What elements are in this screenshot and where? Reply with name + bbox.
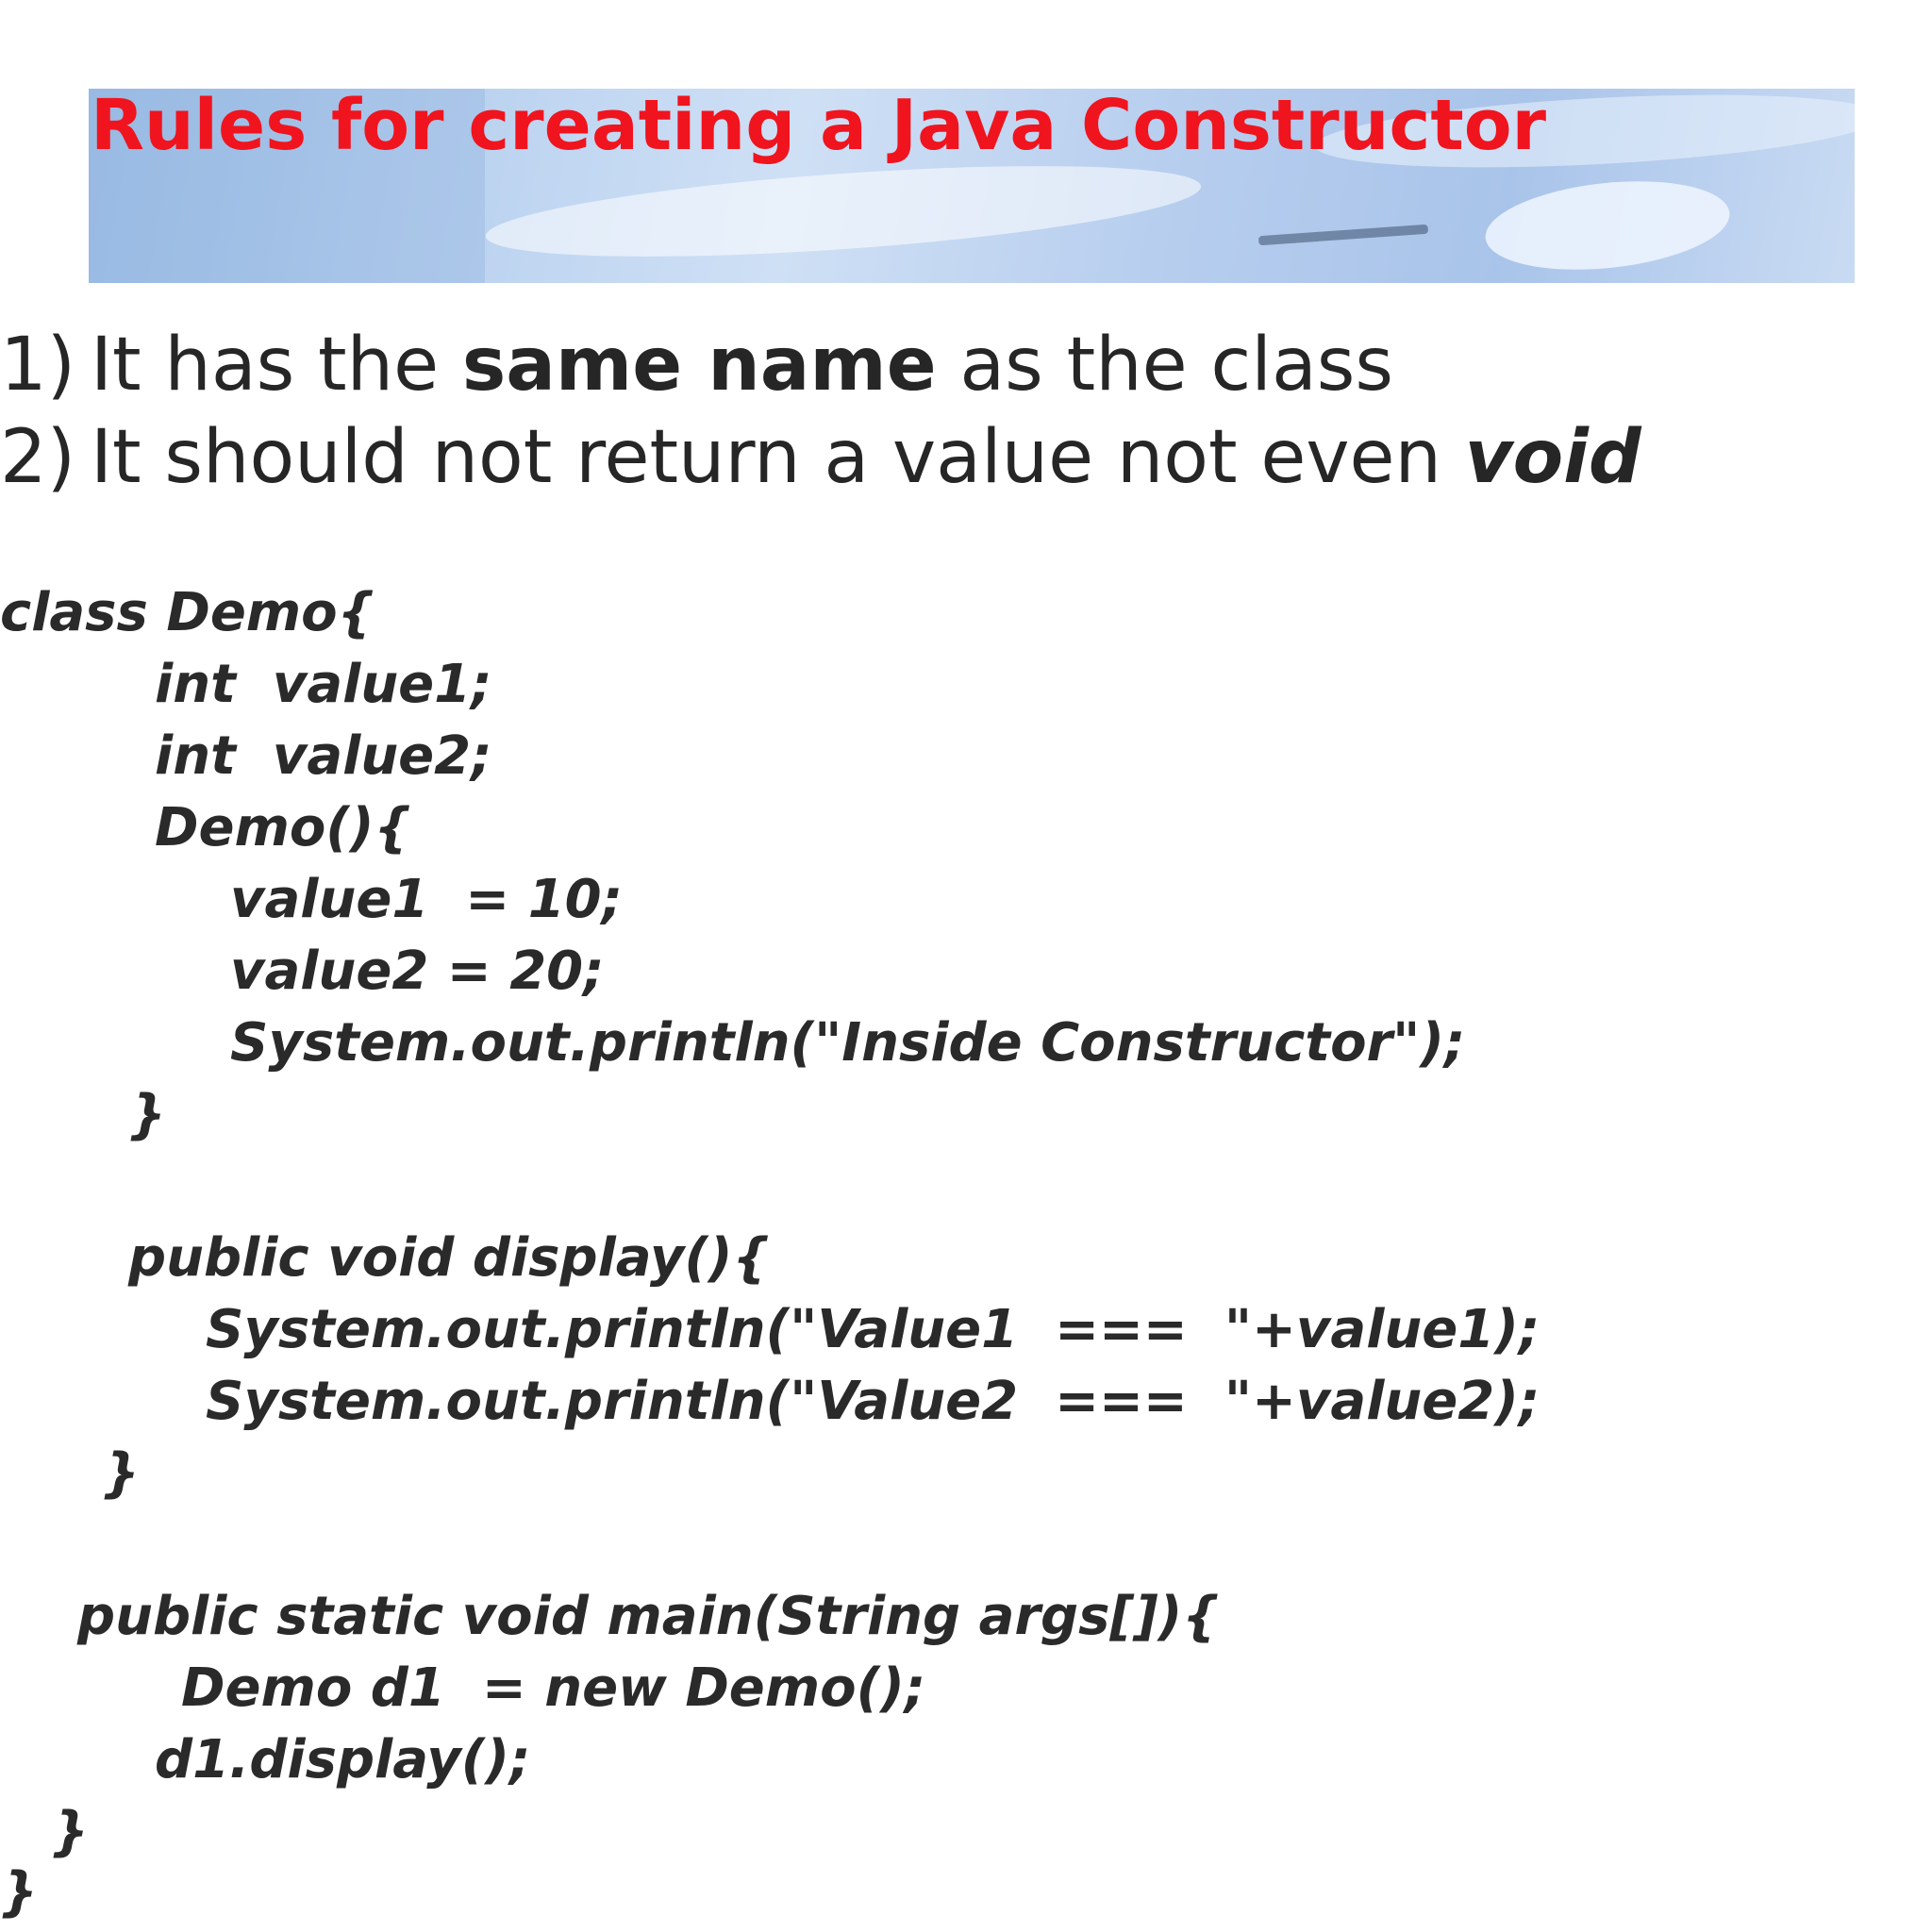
rule-number: 1) [0,323,76,408]
code-line: d1.display(); [155,1729,531,1790]
code-line: System.out.println("Inside Constructor")… [230,1012,1466,1074]
rule-text: It should not return a value not even [91,415,1465,500]
rule-number: 2) [0,415,76,500]
banner-keyboard-shape [483,148,1204,275]
rule-item: 1)It has the same name as the class [0,319,1641,411]
code-line: System.out.println("Value1 === "+value1)… [206,1299,1541,1360]
slide-title: Rules for creating a Java Constructor [91,85,1547,166]
rule-text: It has the [91,323,462,408]
rule-emphasis: void [1464,415,1641,500]
code-line: } [102,1442,140,1504]
code-line: public static void main(String args[]){ [77,1586,1221,1647]
code-line: } [0,1861,38,1923]
code-line: } [128,1084,166,1145]
rule-text: as the class [936,323,1394,408]
title-banner [89,89,1855,283]
banner-cable-shape [1257,224,1429,246]
code-line: value1 = 10; [230,869,624,930]
code-line: Demo(){ [155,797,412,858]
code-line: Demo d1 = new Demo(); [181,1657,926,1719]
code-line: public void display(){ [128,1227,771,1289]
rules-list: 1)It has the same name as the class 2)It… [0,319,1641,504]
code-line: } [51,1801,89,1862]
banner-background-image [89,89,485,283]
code-line: int value1; [155,654,492,715]
code-line: System.out.println("Value2 === "+value2)… [206,1371,1541,1432]
rule-emphasis: same name [461,323,937,408]
code-line: value2 = 20; [230,941,605,1002]
rule-item: 2)It should not return a value not even … [0,411,1641,504]
banner-mouse-shape [1481,170,1734,281]
code-line: int value2; [155,725,492,787]
code-line: class Demo{ [0,582,375,643]
